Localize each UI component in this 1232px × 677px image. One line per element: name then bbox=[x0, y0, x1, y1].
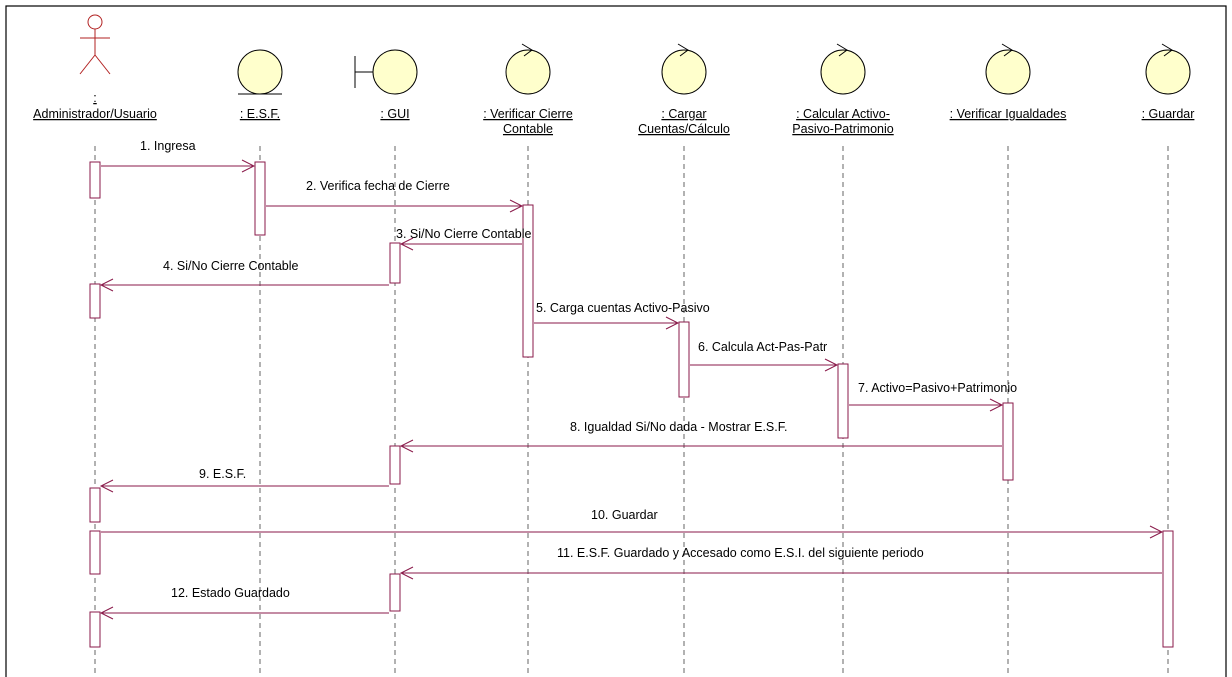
message-6: 6. Calcula Act-Pas-Patr bbox=[690, 340, 839, 372]
participant-label: : Guardar bbox=[1142, 107, 1195, 121]
activation-bar bbox=[678, 321, 690, 398]
participant-label: : Verificar Cierre bbox=[483, 107, 573, 121]
message-label: 7. Activo=Pasivo+Patrimonio bbox=[858, 381, 1017, 395]
message-9: 9. E.S.F. bbox=[99, 467, 389, 493]
participant-label: Pasivo-Patrimonio bbox=[792, 122, 893, 136]
activation-bar bbox=[89, 530, 101, 575]
participant-label: Administrador/Usuario bbox=[33, 107, 157, 121]
activation-bar bbox=[837, 363, 849, 439]
message-label: 10. Guardar bbox=[591, 508, 658, 522]
message-label: 2. Verifica fecha de Cierre bbox=[306, 179, 450, 193]
activation-bar bbox=[89, 611, 101, 648]
message-label: 11. E.S.F. Guardado y Accesado como E.S.… bbox=[557, 546, 924, 560]
control-icon bbox=[820, 43, 866, 95]
arrowhead-icon bbox=[399, 439, 414, 453]
participant-label: Contable bbox=[503, 122, 553, 136]
message-10: 10. Guardar bbox=[101, 508, 1164, 539]
activation-bar bbox=[1002, 402, 1014, 481]
participant-guardar: : Guardar bbox=[1142, 43, 1195, 121]
arrowhead-icon bbox=[1149, 525, 1164, 539]
message-label: 4. Si/No Cierre Contable bbox=[163, 259, 299, 273]
participant-calcular: : Calcular Activo-Pasivo-Patrimonio bbox=[792, 43, 894, 136]
diagram-frame bbox=[5, 5, 1227, 677]
participant-igualdades: : Verificar Igualdades bbox=[950, 43, 1067, 121]
activation-bar bbox=[389, 573, 401, 612]
actor-icon bbox=[79, 14, 111, 75]
control-icon bbox=[661, 43, 707, 95]
activation-bar bbox=[89, 487, 101, 523]
participant-label: : Verificar Igualdades bbox=[950, 107, 1067, 121]
activation-bar bbox=[254, 161, 266, 236]
control-icon bbox=[505, 43, 551, 95]
message-5: 5. Carga cuentas Activo-Pasivo bbox=[534, 301, 710, 330]
activation-bar bbox=[89, 283, 101, 319]
message-2: 2. Verifica fecha de Cierre bbox=[266, 179, 524, 213]
message-label: 8. Igualdad Si/No dada - Mostrar E.S.F. bbox=[570, 420, 787, 434]
participant-admin: : Administrador/Usuario bbox=[33, 14, 157, 121]
participant-label: : bbox=[93, 91, 96, 105]
activation-bar bbox=[89, 161, 101, 199]
message-12: 12. Estado Guardado bbox=[99, 586, 389, 620]
arrowhead-icon bbox=[399, 237, 414, 251]
activation-bar bbox=[1162, 530, 1174, 648]
control-icon bbox=[985, 43, 1031, 95]
participants: : Administrador/Usuario : E.S.F. : GUI : Ver… bbox=[33, 14, 1195, 136]
entity-icon bbox=[237, 49, 283, 95]
arrowhead-icon bbox=[665, 316, 680, 330]
participant-label: : Calcular Activo- bbox=[796, 107, 890, 121]
participant-label: : Cargar bbox=[661, 107, 706, 121]
arrowhead-icon bbox=[241, 159, 256, 173]
message-label: 5. Carga cuentas Activo-Pasivo bbox=[536, 301, 710, 315]
message-label: 9. E.S.F. bbox=[199, 467, 246, 481]
message-label: 3. Si/No Cierre Contable bbox=[396, 227, 532, 241]
messages: 1. Ingresa 2. Verifica fecha de Cierre 3. … bbox=[99, 139, 1164, 620]
message-8: 8. Igualdad Si/No dada - Mostrar E.S.F. bbox=[399, 420, 1002, 453]
participant-label: Cuentas/Cálculo bbox=[638, 122, 730, 136]
message-label: 1. Ingresa bbox=[140, 139, 196, 153]
control-icon bbox=[1145, 43, 1191, 95]
message-1: 1. Ingresa bbox=[101, 139, 256, 173]
activation-bar bbox=[389, 242, 401, 284]
arrowhead-icon bbox=[99, 278, 114, 292]
arrowhead-icon bbox=[509, 199, 524, 213]
participant-gui: : GUI bbox=[354, 49, 418, 121]
arrowhead-icon bbox=[99, 606, 114, 620]
arrowhead-icon bbox=[824, 358, 839, 372]
arrowhead-icon bbox=[399, 566, 414, 580]
boundary-icon bbox=[354, 49, 418, 95]
message-3: 3. Si/No Cierre Contable bbox=[396, 227, 532, 251]
activation-bar bbox=[522, 204, 534, 358]
message-11: 11. E.S.F. Guardado y Accesado como E.S.… bbox=[399, 546, 1162, 580]
message-7: 7. Activo=Pasivo+Patrimonio bbox=[849, 381, 1017, 412]
activation-bar bbox=[389, 445, 401, 485]
message-label: 6. Calcula Act-Pas-Patr bbox=[698, 340, 827, 354]
participant-label: : E.S.F. bbox=[240, 107, 280, 121]
participant-esf: : E.S.F. bbox=[237, 49, 283, 121]
arrowhead-icon bbox=[99, 479, 114, 493]
participant-label: : GUI bbox=[380, 107, 409, 121]
activation-bars bbox=[89, 161, 1174, 648]
message-4: 4. Si/No Cierre Contable bbox=[99, 259, 389, 292]
arrowhead-icon bbox=[989, 398, 1004, 412]
message-label: 12. Estado Guardado bbox=[171, 586, 290, 600]
